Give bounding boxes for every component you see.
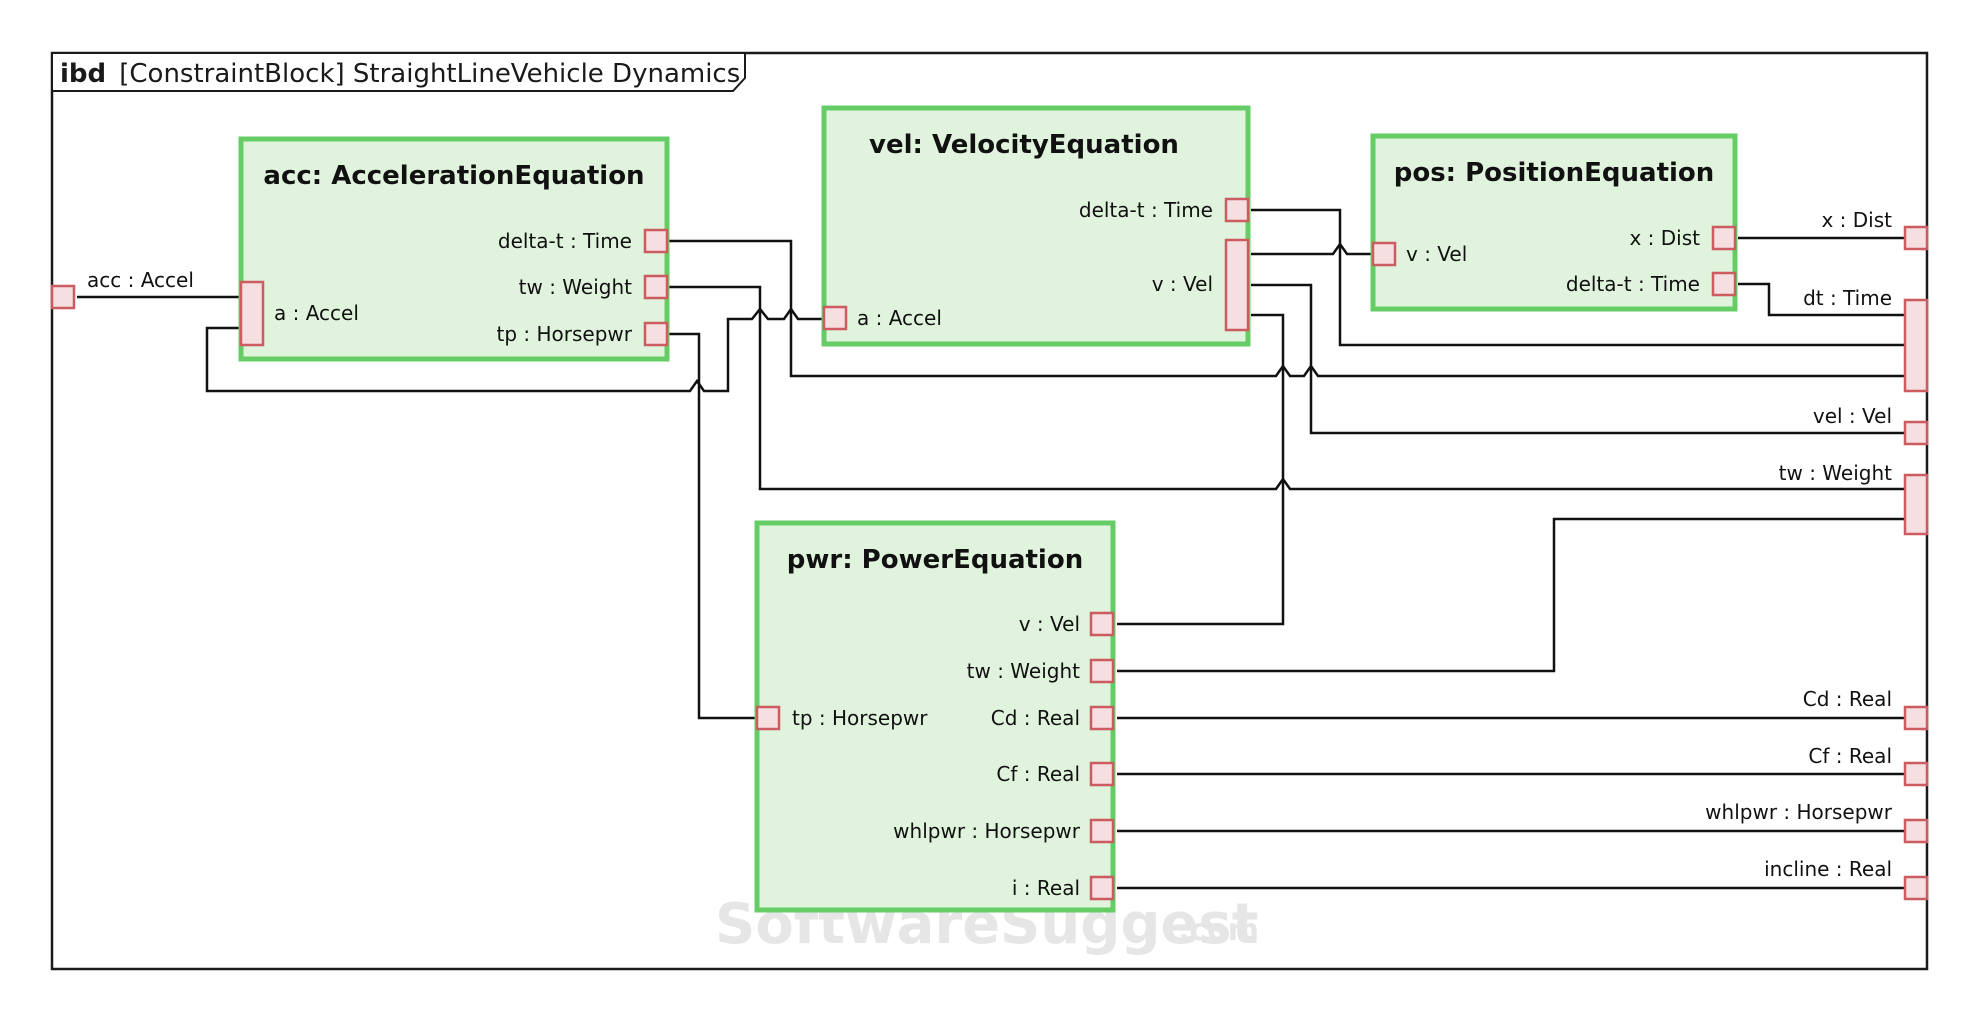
port-acc-delta-t-label: delta-t : Time xyxy=(498,229,632,253)
connector-acc-tp-to-pwr-tp xyxy=(667,332,759,720)
port-vel-v[interactable] xyxy=(1224,238,1250,332)
port-acc-tp[interactable] xyxy=(643,321,669,347)
connector-vel-v-to-pos-v xyxy=(1251,241,1382,256)
port-vel-a[interactable] xyxy=(822,305,848,331)
port-pos-x-label: x : Dist xyxy=(1629,226,1700,250)
port-pos-v[interactable] xyxy=(1371,241,1397,267)
boundary-port-cf-label: Cf : Real xyxy=(1808,744,1892,768)
connector-acc-tw-to-tw xyxy=(667,285,1904,491)
port-pwr-cd-label: Cd : Real xyxy=(991,706,1080,730)
boundary-port-x[interactable] xyxy=(1903,225,1929,251)
block-power-equation[interactable]: pwr: PowerEquation tp : Horsepwr v : Vel… xyxy=(754,520,1116,913)
port-vel-delta-t[interactable] xyxy=(1224,197,1250,223)
connector-vel-v-to-vel xyxy=(1251,283,1904,435)
port-pos-delta-t[interactable] xyxy=(1711,271,1737,297)
port-pwr-cf-label: Cf : Real xyxy=(996,762,1080,786)
port-pwr-i-label: i : Real xyxy=(1012,876,1080,900)
boundary-port-vel[interactable] xyxy=(1903,420,1929,446)
block-pos-body xyxy=(1370,133,1738,312)
port-vel-delta-t-label: delta-t : Time xyxy=(1079,198,1213,222)
port-pos-delta-t-label: delta-t : Time xyxy=(1566,272,1700,296)
port-pwr-tp[interactable] xyxy=(755,705,781,731)
frame-keyword: ibd xyxy=(60,59,106,89)
boundary-port-vel-label: vel : Vel xyxy=(1813,404,1892,428)
port-vel-v-label: v : Vel xyxy=(1152,272,1213,296)
port-pwr-i[interactable] xyxy=(1089,875,1115,901)
port-pos-v-label: v : Vel xyxy=(1406,242,1467,266)
port-acc-tp-label: tp : Horsepwr xyxy=(497,322,633,346)
boundary-port-incline[interactable] xyxy=(1903,875,1929,901)
connector-acc-a-to-vel-a xyxy=(205,306,822,393)
block-acc-body xyxy=(238,136,670,362)
block-vel-body xyxy=(821,105,1251,347)
frame-title: ibd [ConstraintBlock] StraightLineVehicl… xyxy=(60,59,740,89)
port-pwr-tw[interactable] xyxy=(1089,658,1115,684)
connector-vel-delta-t-to-dt xyxy=(1251,208,1904,347)
boundary-ports: acc : Accel x : Dist dt : Time vel : Vel… xyxy=(50,208,1929,901)
port-pwr-v-label: v : Vel xyxy=(1019,612,1080,636)
port-acc-tw[interactable] xyxy=(643,274,669,300)
port-pwr-cf[interactable] xyxy=(1089,761,1115,787)
frame-title-tab xyxy=(51,52,746,92)
port-acc-delta-t[interactable] xyxy=(643,228,669,254)
watermark-suffix: .com xyxy=(1178,913,1259,948)
block-velocity-equation[interactable]: vel: VelocityEquation delta-t : Time v :… xyxy=(821,105,1251,347)
connector-acc-delta-t-to-dt xyxy=(667,239,1904,378)
boundary-port-dt-label: dt : Time xyxy=(1803,286,1892,310)
connector-pwr-tw-to-tw xyxy=(1117,517,1904,673)
port-acc-a-label: a : Accel xyxy=(274,301,359,325)
port-pos-x[interactable] xyxy=(1711,225,1737,251)
boundary-port-cd-label: Cd : Real xyxy=(1803,687,1892,711)
port-pwr-tw-label: tw : Weight xyxy=(967,659,1080,683)
port-vel-a-label: a : Accel xyxy=(857,306,942,330)
port-acc-tw-label: tw : Weight xyxy=(519,275,632,299)
connectors xyxy=(77,208,1904,890)
block-acceleration-equation[interactable]: acc: AccelerationEquation a : Accel delt… xyxy=(238,136,670,362)
block-pwr-body xyxy=(754,520,1116,913)
connector-pos-delta-t-to-dt xyxy=(1738,282,1904,317)
boundary-port-cd[interactable] xyxy=(1903,705,1929,731)
block-pos-name: pos: PositionEquation xyxy=(1394,158,1715,188)
boundary-port-incline-label: incline : Real xyxy=(1764,857,1892,881)
boundary-port-acc-label: acc : Accel xyxy=(87,268,194,292)
boundary-port-x-label: x : Dist xyxy=(1821,208,1892,232)
boundary-port-acc[interactable] xyxy=(50,284,76,310)
connector-vel-v-to-pwr-v xyxy=(1117,313,1285,626)
block-position-equation[interactable]: pos: PositionEquation v : Vel x : Dist d… xyxy=(1370,133,1738,312)
boundary-port-whlpwr-label: whlpwr : Horsepwr xyxy=(1705,800,1893,824)
port-pwr-cd[interactable] xyxy=(1089,705,1115,731)
boundary-port-tw-label: tw : Weight xyxy=(1779,461,1892,485)
port-pwr-tp-label: tp : Horsepwr xyxy=(792,706,928,730)
port-acc-a[interactable] xyxy=(239,280,265,347)
block-vel-name: vel: VelocityEquation xyxy=(869,130,1179,160)
boundary-port-whlpwr[interactable] xyxy=(1903,818,1929,844)
block-pwr-name: pwr: PowerEquation xyxy=(787,545,1083,575)
port-pwr-whlpwr-label: whlpwr : Horsepwr xyxy=(893,819,1081,843)
boundary-port-cf[interactable] xyxy=(1903,761,1929,787)
port-pwr-v[interactable] xyxy=(1089,611,1115,637)
boundary-port-dt[interactable] xyxy=(1903,298,1929,393)
frame-title-text: [ConstraintBlock] StraightLineVehicle Dy… xyxy=(119,59,740,89)
port-pwr-whlpwr[interactable] xyxy=(1089,818,1115,844)
block-acc-name: acc: AccelerationEquation xyxy=(263,161,644,191)
boundary-port-tw[interactable] xyxy=(1903,473,1929,536)
